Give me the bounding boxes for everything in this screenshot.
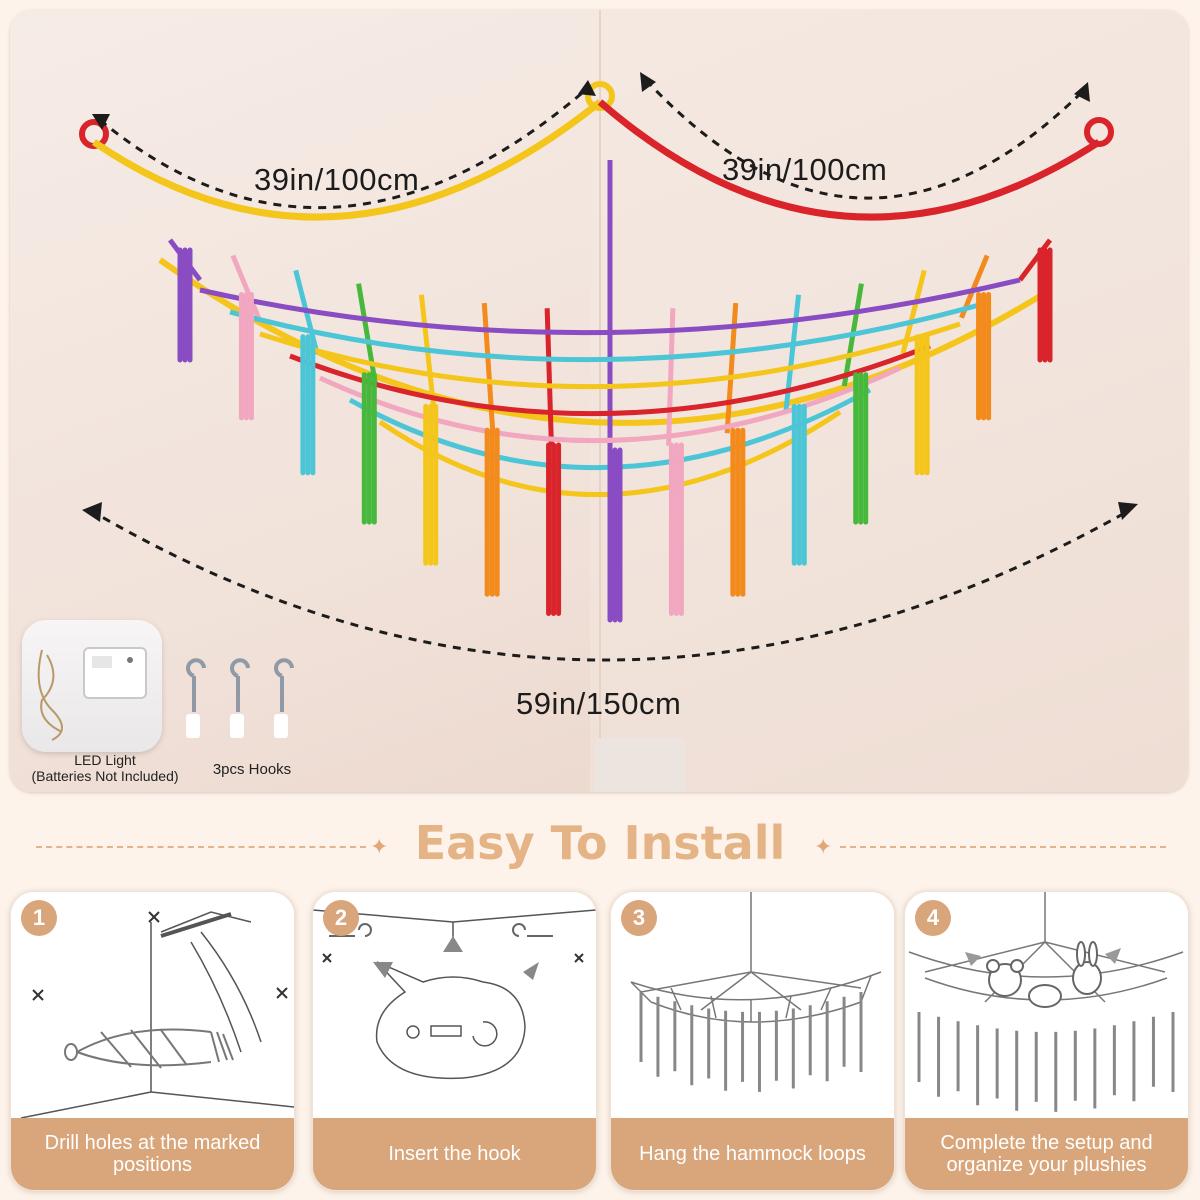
organize-plushies-illustration	[908, 892, 1184, 1112]
title-divider-left	[36, 846, 366, 848]
led-batteries-note: (Batteries Not Included)	[31, 768, 179, 784]
drill-holes-illustration	[20, 911, 294, 1118]
product-photo: 39in/100cm 39in/100cm 59in/150cm LED Lig…	[10, 10, 1188, 792]
step-number-badge: 2	[323, 900, 359, 936]
step-number-badge: 3	[621, 900, 657, 936]
sparkle-icon: ✦	[370, 834, 389, 859]
step-caption: Complete the setup and organize your plu…	[905, 1118, 1188, 1190]
hooks-label: 3pcs Hooks	[212, 761, 292, 778]
led-light-label: LED Light	[74, 752, 136, 768]
step-caption: Hang the hammock loops	[611, 1118, 894, 1190]
insert-hook-illustration	[313, 909, 596, 1080]
title-divider-right	[840, 846, 1166, 848]
hooks-icon	[186, 658, 294, 738]
section-title: Easy To Install	[414, 816, 786, 870]
led-light-icon	[37, 647, 147, 741]
section-title-row: ✦ Easy To Install ✦	[0, 810, 1200, 880]
bottom-width-label: 59in/150cm	[516, 686, 682, 721]
hang-loops-illustration	[630, 892, 882, 1092]
step-card-3: 3 Hang the hammock loops	[610, 891, 895, 1191]
led-light-image	[22, 620, 162, 752]
step-caption: Drill holes at the marked positions	[11, 1118, 294, 1190]
step-card-2: 2 Insert the hook	[312, 891, 597, 1191]
center-hook-icon	[585, 81, 615, 111]
step-number-badge: 4	[915, 900, 951, 936]
step-number-badge: 1	[21, 900, 57, 936]
sparkle-icon: ✦	[814, 834, 833, 859]
step-caption: Insert the hook	[313, 1118, 596, 1190]
right-width-label: 39in/100cm	[722, 152, 888, 187]
step-card-4: 4 Complete the setup and organize your p…	[904, 891, 1189, 1191]
toy-hammock-illustration	[79, 10, 1188, 792]
step-card-1: 1 Drill holes at the marked positions	[10, 891, 295, 1191]
left-width-label: 39in/100cm	[254, 162, 420, 197]
